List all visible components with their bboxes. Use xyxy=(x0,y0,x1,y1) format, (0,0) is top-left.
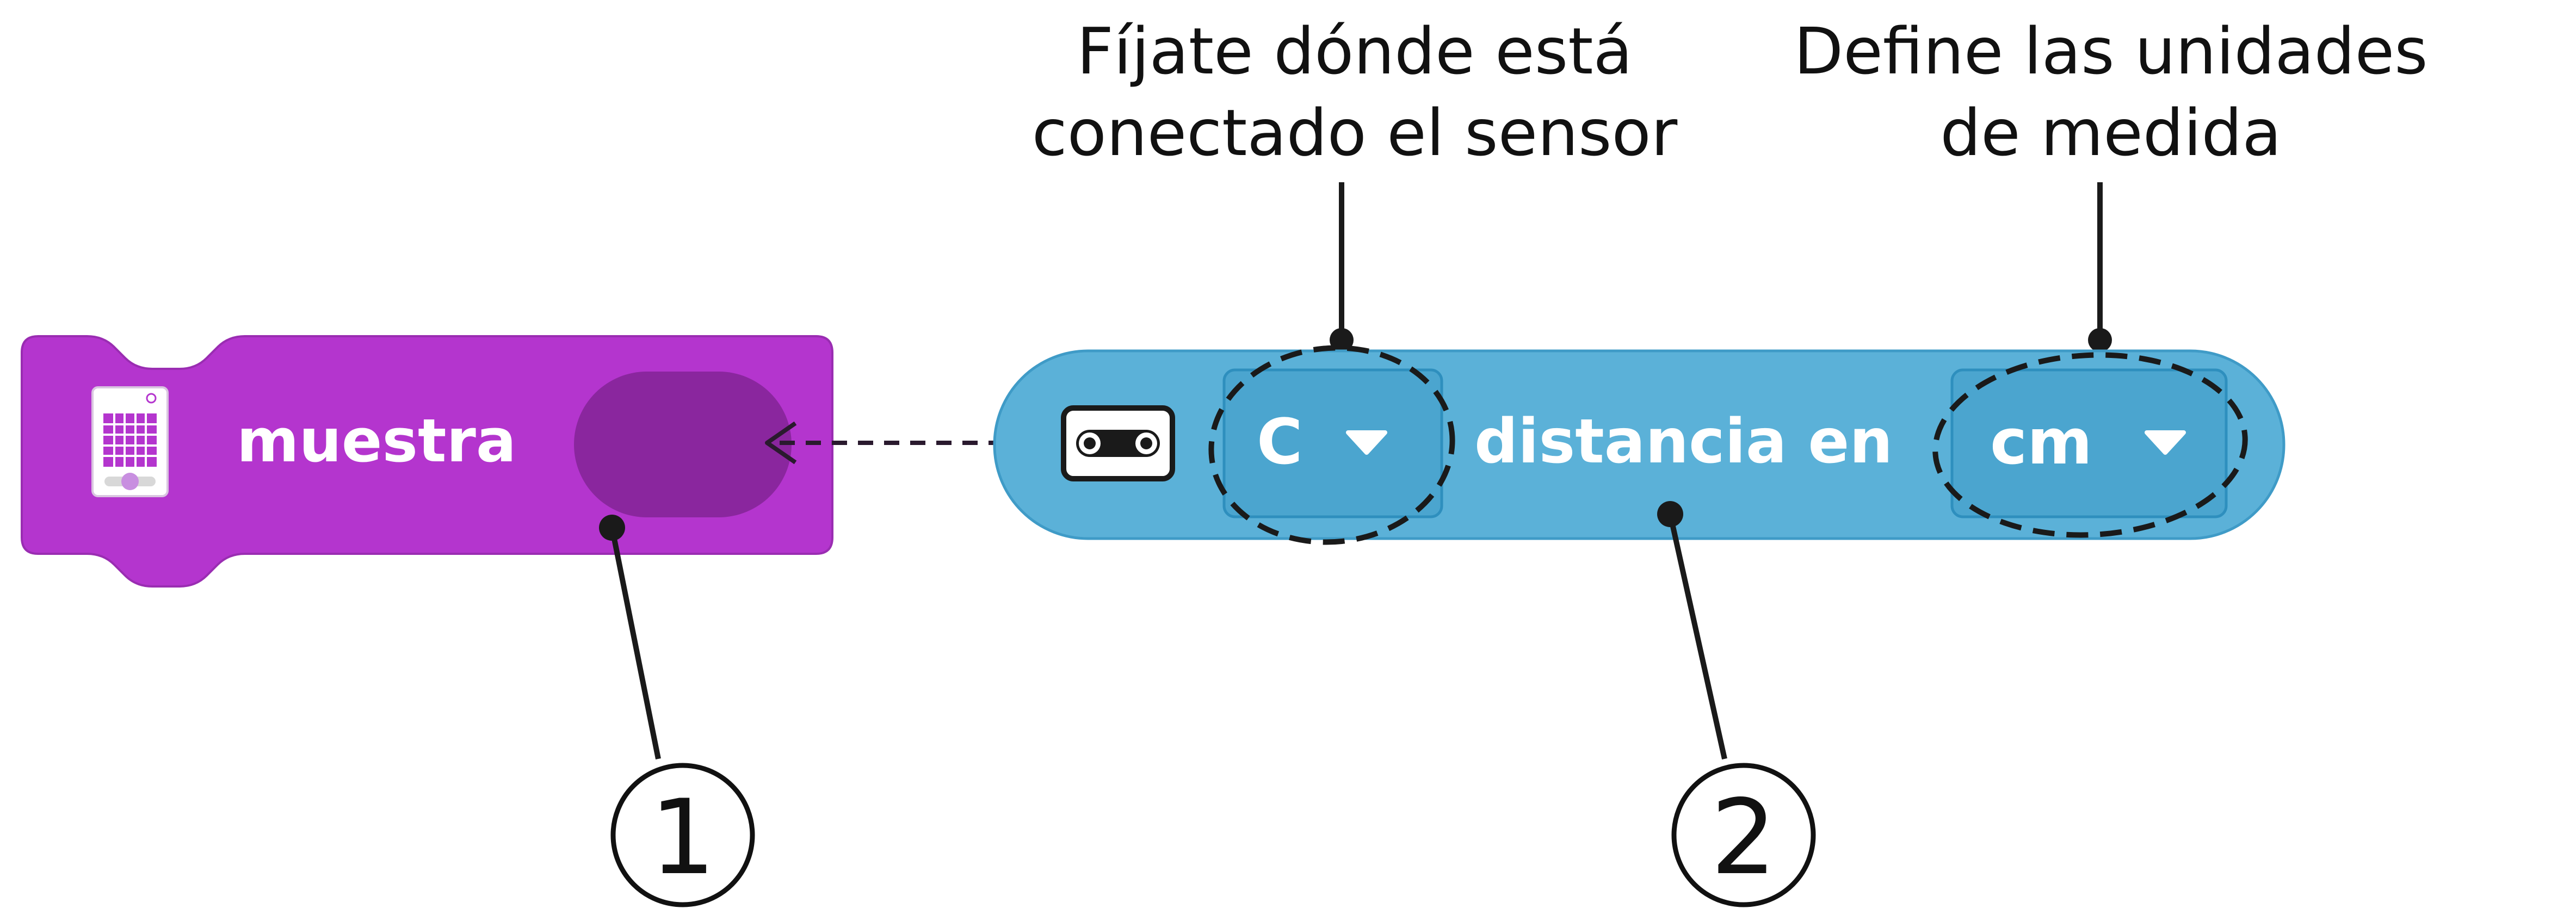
display-block-label: muestra xyxy=(237,406,516,475)
light-matrix-icon xyxy=(91,386,169,497)
units-note-line1: Define las unidades xyxy=(1794,14,2427,89)
marker-1-leader xyxy=(609,527,661,759)
display-block-input-slot[interactable] xyxy=(574,372,792,517)
port-note-line1: Fíjate dónde está xyxy=(1077,14,1633,89)
port-callout xyxy=(1330,182,1354,352)
units-callout xyxy=(2088,182,2112,352)
port-note-line2: conectado el sensor xyxy=(1032,95,1678,170)
chevron-down-icon xyxy=(2145,430,2186,455)
unit-dropdown[interactable]: cm xyxy=(1950,368,2228,518)
distance-sensor-icon xyxy=(1061,405,1175,481)
distance-block-label: distancia en xyxy=(1474,406,1893,477)
unit-dropdown-value: cm xyxy=(1990,406,2092,479)
marker-2-leader xyxy=(1667,513,1727,760)
units-highlight xyxy=(1932,352,2248,538)
insert-arrow xyxy=(765,421,1004,465)
marker-2: 2 xyxy=(1671,763,1816,907)
marker-2-number: 2 xyxy=(1711,777,1777,898)
port-dropdown-value: C xyxy=(1257,406,1302,479)
marker-1: 1 xyxy=(610,763,755,907)
marker-1-number: 1 xyxy=(650,777,716,898)
chevron-down-icon xyxy=(1346,430,1387,455)
port-dropdown[interactable]: C xyxy=(1222,368,1443,518)
display-block[interactable]: muestra xyxy=(21,335,833,588)
distance-block[interactable]: C distancia en cm xyxy=(993,349,2285,540)
units-note-line2: de medida xyxy=(1940,95,2281,170)
port-highlight xyxy=(1208,345,1455,545)
